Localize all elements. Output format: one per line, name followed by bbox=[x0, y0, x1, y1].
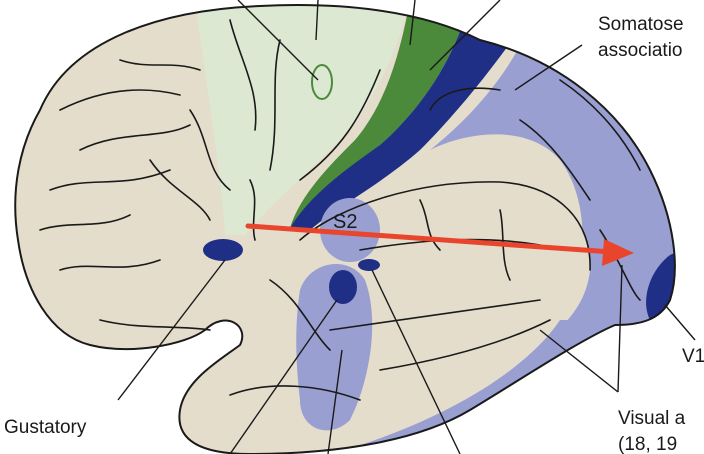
primary-motor-region bbox=[290, 5, 470, 228]
s2-region bbox=[320, 198, 380, 262]
primary-somatosensory-region bbox=[290, 5, 540, 230]
inferior-temporal-band bbox=[330, 320, 600, 454]
visual-association-label-line1: Visual a bbox=[618, 408, 686, 429]
frontal-eye-field-outline bbox=[311, 64, 333, 100]
leader-lines bbox=[117, 0, 696, 454]
auditory-area bbox=[329, 270, 357, 304]
v1-region bbox=[646, 240, 675, 330]
v1-label: V1 bbox=[682, 346, 704, 367]
vestibular-area bbox=[358, 259, 380, 271]
motor-area-region bbox=[195, 5, 410, 235]
s2-label: S2 bbox=[333, 211, 357, 233]
somatosensory-label-line1: Somatose bbox=[598, 14, 684, 35]
brain-outline bbox=[14, 4, 676, 454]
visual-association-label-line2: (18, 19 bbox=[618, 434, 677, 454]
sulci bbox=[39, 19, 641, 401]
somatosensory-label-line2: associatio bbox=[598, 40, 683, 61]
gustatory-area bbox=[203, 239, 243, 261]
gustatory-label: Gustatory bbox=[4, 417, 87, 438]
red-arrow bbox=[245, 223, 634, 266]
